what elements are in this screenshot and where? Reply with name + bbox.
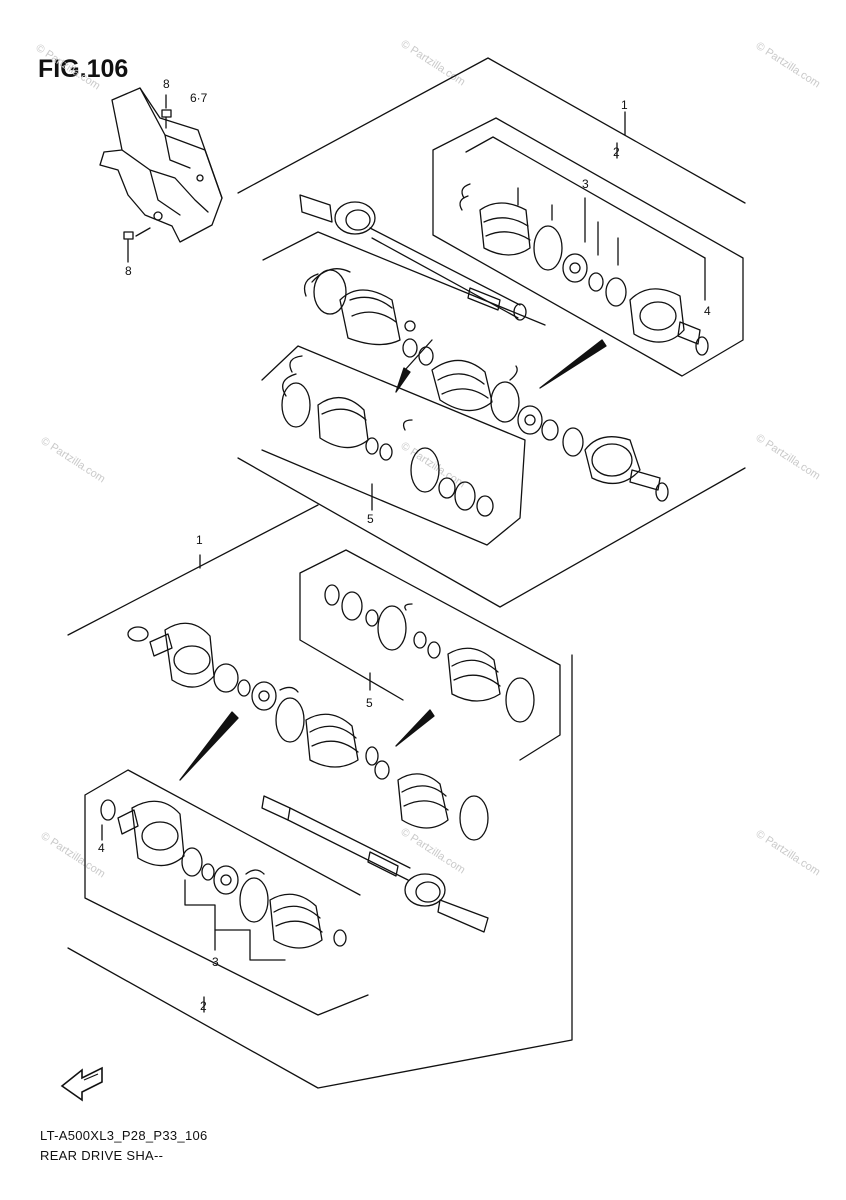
figure-title: FIG.106 (38, 55, 129, 83)
figure-caption: REAR DRIVE SHA‐‐ (40, 1148, 164, 1163)
callout-upper-circlip: 4 (704, 304, 711, 318)
callout-lower-boot-kit: 5 (366, 696, 373, 710)
lower-assembly-frame (67, 504, 573, 1089)
callout-nut-ref: 6·7 (190, 91, 208, 105)
lower-boot-center (305, 713, 489, 841)
lower-boot-kit-frame (299, 549, 561, 761)
callout-upper-boot-kit: 5 (367, 512, 374, 526)
callout-lower-circlip: 4 (98, 841, 105, 855)
assembly-arrow (539, 339, 607, 389)
callout-bolt-top: 8 (163, 77, 170, 91)
lower-axle-shaft (261, 795, 489, 933)
callout-upper-bearing-set: 3 (582, 177, 589, 191)
lower-boot-kit-parts (324, 584, 535, 723)
callout-lower-outer-joint: 2 (200, 999, 207, 1013)
callout-lower-bearing-set: 3 (212, 955, 219, 969)
upper-boot-kit-lower (281, 355, 494, 517)
lower-outer-joint-frame (84, 769, 369, 1016)
assembly-arrow (395, 709, 435, 747)
callout-upper-outer-joint: 2 (613, 145, 620, 159)
upper-axle-shaft (299, 194, 527, 321)
assembly-arrow (395, 367, 411, 393)
upper-inner-joint (517, 405, 669, 502)
upper-boot-left (303, 268, 434, 366)
front-direction-arrow-icon (60, 1066, 103, 1102)
figure-code: LT-A500XL3_P28_P33_106 (40, 1128, 208, 1143)
upper-boot-kit-frame (261, 231, 546, 546)
upper-outer-joint-frame (432, 117, 744, 377)
assembly-arrow (179, 711, 239, 781)
upper-outer-joint-parts (459, 183, 709, 356)
callout-lower-assembly: 1 (196, 533, 203, 547)
callout-bolt-bottom: 8 (125, 264, 132, 278)
upper-assembly-frame (237, 57, 746, 608)
guard-bracket (99, 87, 223, 243)
callout-upper-assembly: 1 (621, 98, 628, 112)
lower-inner-joint (127, 622, 305, 743)
bracket-bolt-top (161, 94, 172, 129)
upper-boot-right (431, 359, 520, 423)
lower-outer-joint-parts (100, 799, 347, 949)
bracket-bolt-bottom (123, 227, 151, 263)
